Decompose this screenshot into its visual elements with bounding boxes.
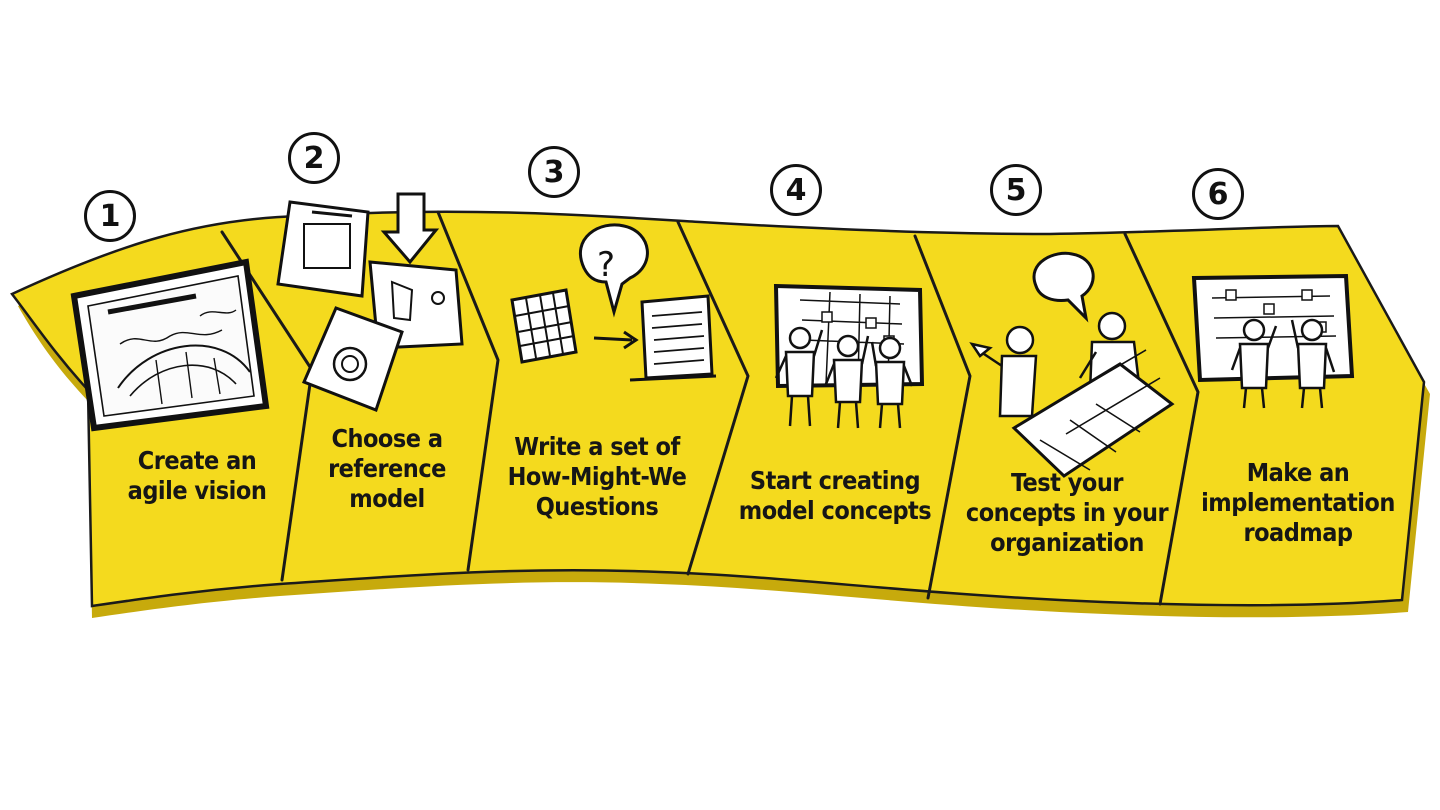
step-1-label: Create an agile vision (127, 446, 267, 505)
divider-2-3 (436, 210, 500, 572)
discussion-table-icon (969, 251, 1175, 478)
divider-5-6 (1123, 232, 1200, 606)
question-grid-icon: ? (510, 223, 717, 382)
band-body (10, 210, 1426, 608)
step-3-number: 3 (528, 146, 580, 198)
reference-sheets-icon (276, 192, 464, 412)
roadmap-board-icon (1191, 273, 1355, 409)
step-3-label: Write a set of How-Might-We Questions (507, 432, 687, 521)
step-2-number: 2 (288, 132, 340, 184)
divider-3-4 (676, 220, 750, 576)
step-5-label: Test your concepts in your organization (965, 468, 1169, 557)
step-6-number: 6 (1192, 168, 1244, 220)
vision-board-icon (70, 258, 270, 432)
step-2-label: Choose a reference model (328, 424, 446, 513)
step-1-number: 1 (84, 190, 136, 242)
question-mark-glyph: ? (597, 245, 615, 285)
team-at-board-icon (773, 283, 925, 429)
step-6-label: Make an implementation roadmap (1201, 458, 1395, 547)
step-4-number: 4 (770, 164, 822, 216)
step-4-label: Start creating model concepts (738, 466, 932, 525)
step-5-number: 5 (990, 164, 1042, 216)
divider-4-5 (913, 234, 972, 600)
